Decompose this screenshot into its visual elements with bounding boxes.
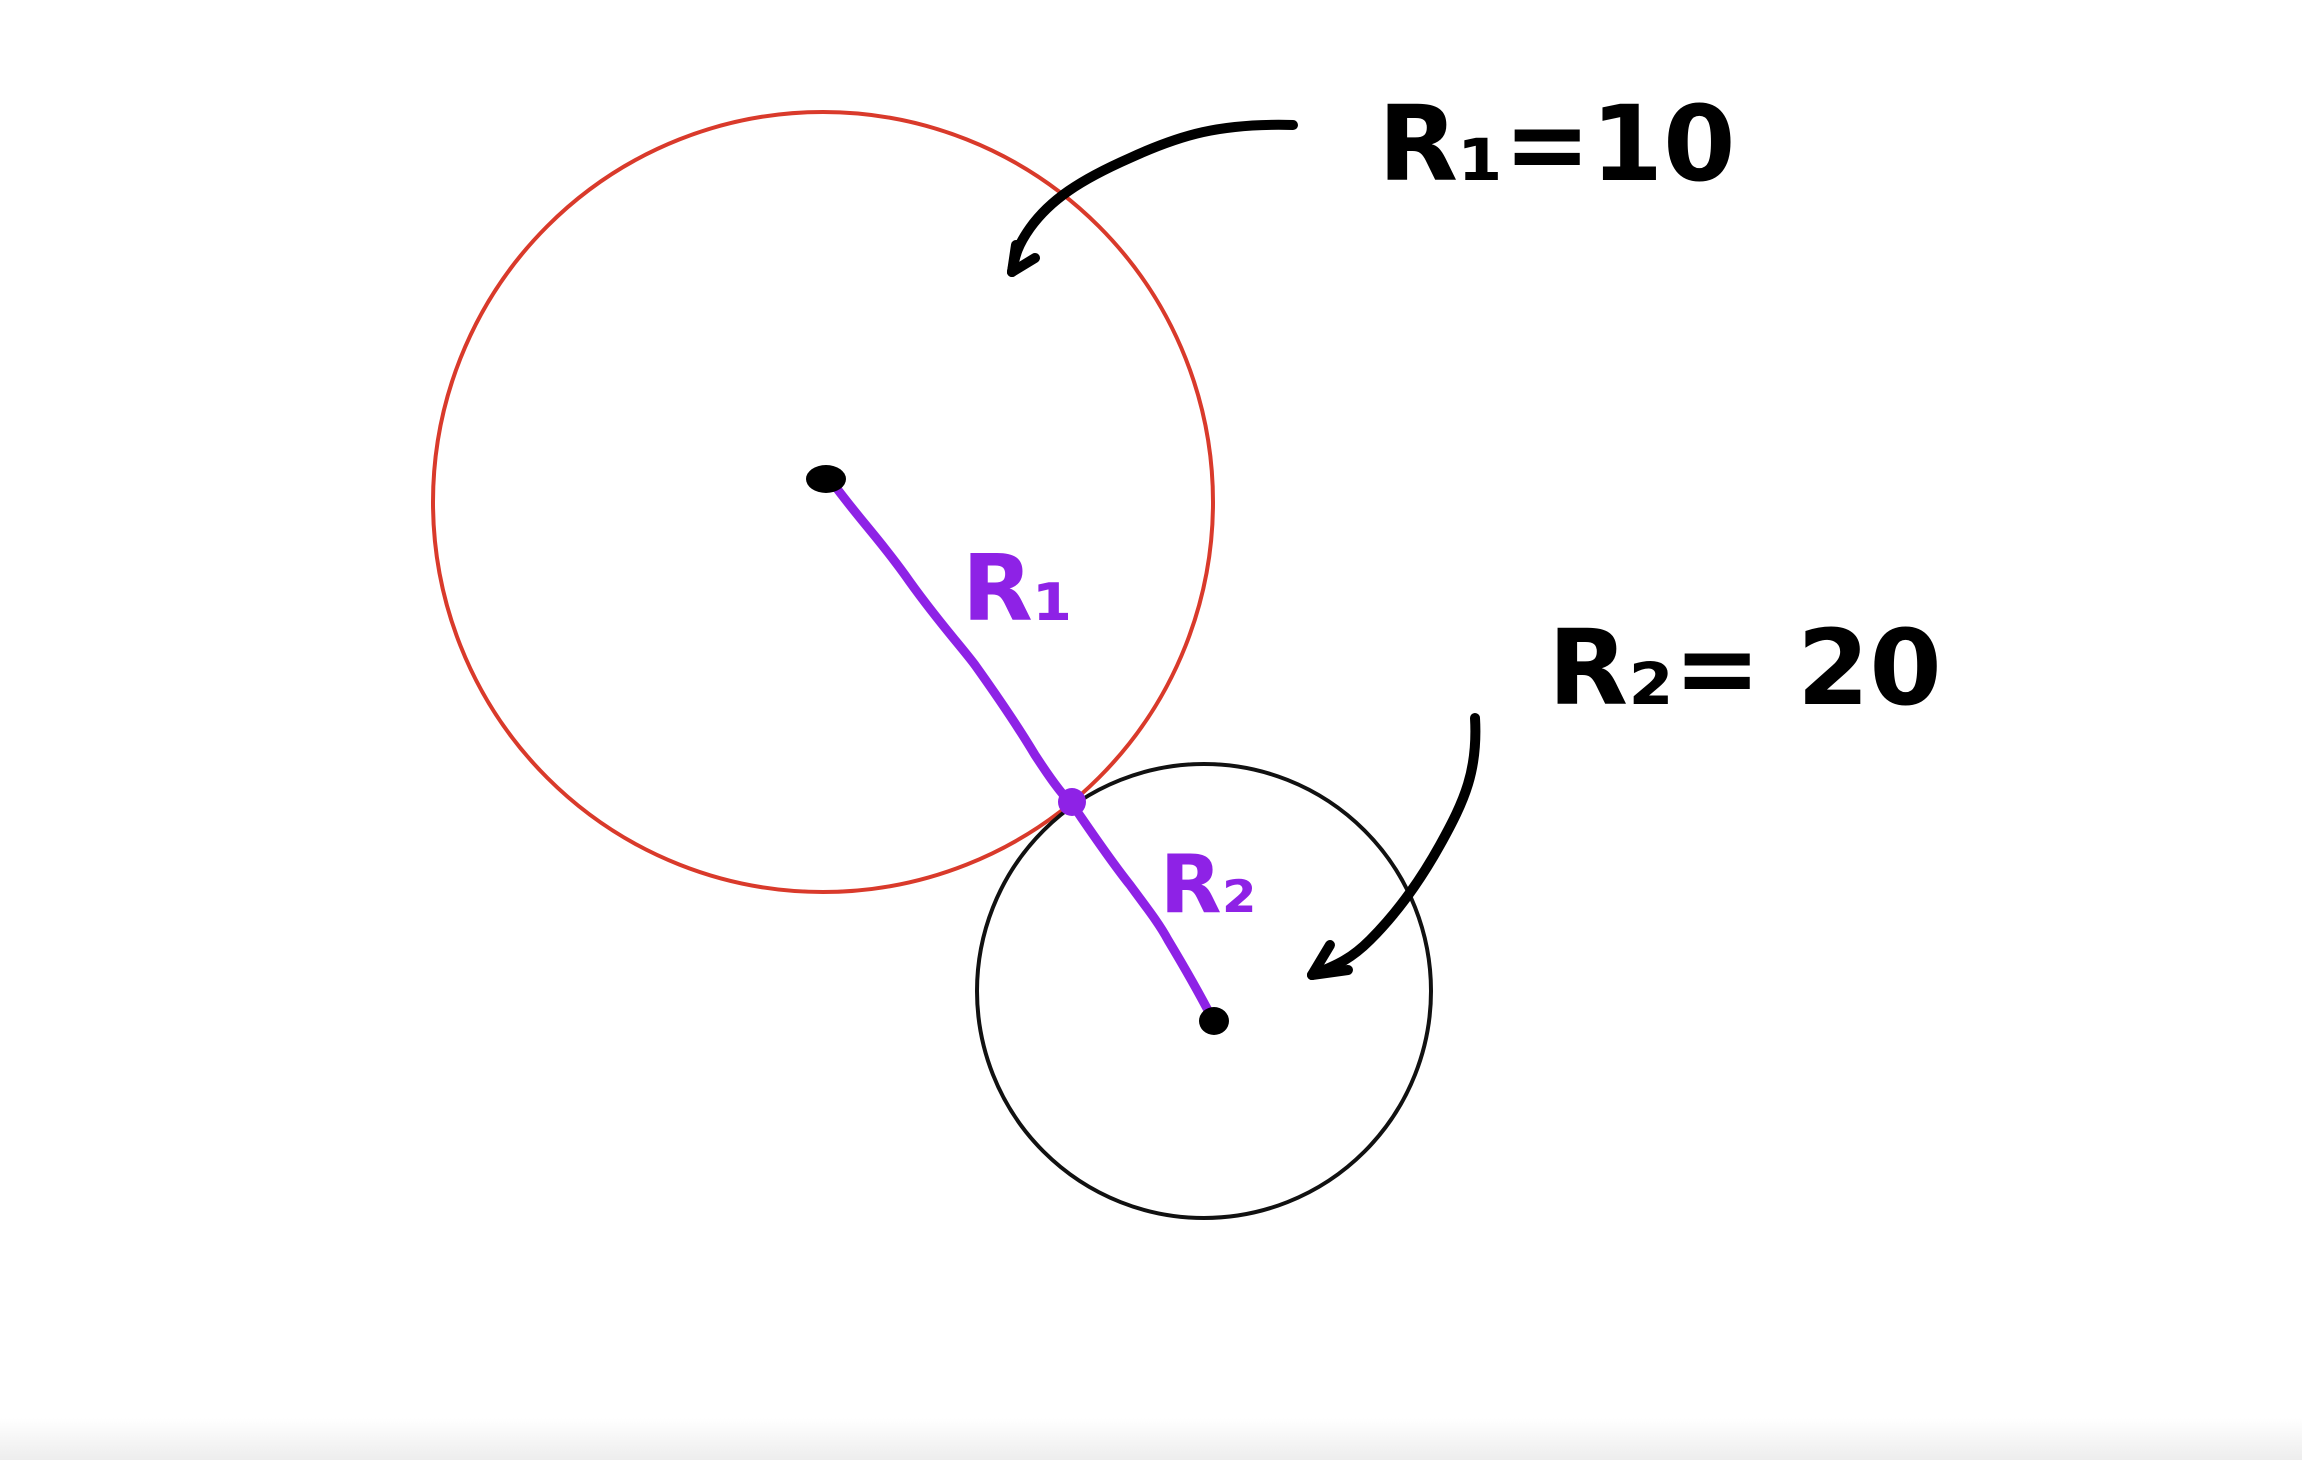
center-point-2 <box>1199 1007 1229 1035</box>
circle-2 <box>975 762 1433 1220</box>
curved-arrow-icon <box>1007 119 1298 277</box>
center-point-1 <box>806 465 846 493</box>
value-label-r2: R₂= 20 <box>1548 607 1942 729</box>
radius-label-r2: R₂ <box>1160 838 1257 931</box>
curved-arrow-icon <box>1307 713 1481 980</box>
tangent-point <box>1058 788 1086 816</box>
circle-1 <box>431 110 1215 894</box>
value-label-r1: R₁=10 <box>1378 83 1736 205</box>
bottom-shadow <box>0 1418 2302 1460</box>
radius-segment-r1 <box>827 477 1077 809</box>
radius-label-r1: R₁ <box>962 535 1073 642</box>
radius-segment-r2 <box>1067 799 1217 1023</box>
